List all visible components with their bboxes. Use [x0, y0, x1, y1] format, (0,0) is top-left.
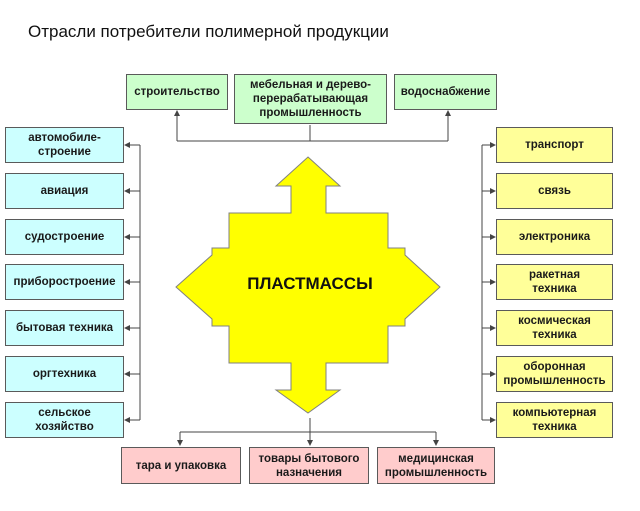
left-box-shipbuilding: судостроение [5, 219, 124, 255]
center-label-plastics: ПЛАСТМАССЫ [247, 274, 373, 293]
top-box-construction: строительство [126, 74, 228, 110]
left-box-office-equipment: оргтехника [5, 356, 124, 392]
right-box-space-technology: космическая техника [496, 310, 613, 346]
left-box-instrument-making: приборостроение [5, 264, 124, 300]
right-box-electronics: электроника [496, 219, 613, 255]
top-box-furniture-woodworking: мебельная и дерево- перерабатывающая про… [234, 74, 387, 124]
bottom-box-medical-industry: медицинская промышленность [377, 447, 495, 484]
bottom-box-packaging: тара и упаковка [121, 447, 241, 484]
right-box-rocket-technology: ракетная техника [496, 264, 613, 300]
bottom-box-household-goods: товары бытового назначения [249, 447, 369, 484]
right-box-communications: связь [496, 173, 613, 209]
center-cross-arrow [175, 156, 441, 414]
left-box-aviation: авиация [5, 173, 124, 209]
left-box-agriculture: сельское хозяйство [5, 402, 124, 438]
right-box-transport: транспорт [496, 127, 613, 163]
left-box-automotive: автомобиле- строение [5, 127, 124, 163]
right-box-computer-technology: компьютерная техника [496, 402, 613, 438]
right-box-defense-industry: оборонная промышленность [496, 356, 613, 392]
top-box-water-supply: водоснабжение [394, 74, 497, 110]
left-box-household-appliances: бытовая техника [5, 310, 124, 346]
diagram-title: Отрасли потребители полимерной продукции [28, 22, 389, 41]
